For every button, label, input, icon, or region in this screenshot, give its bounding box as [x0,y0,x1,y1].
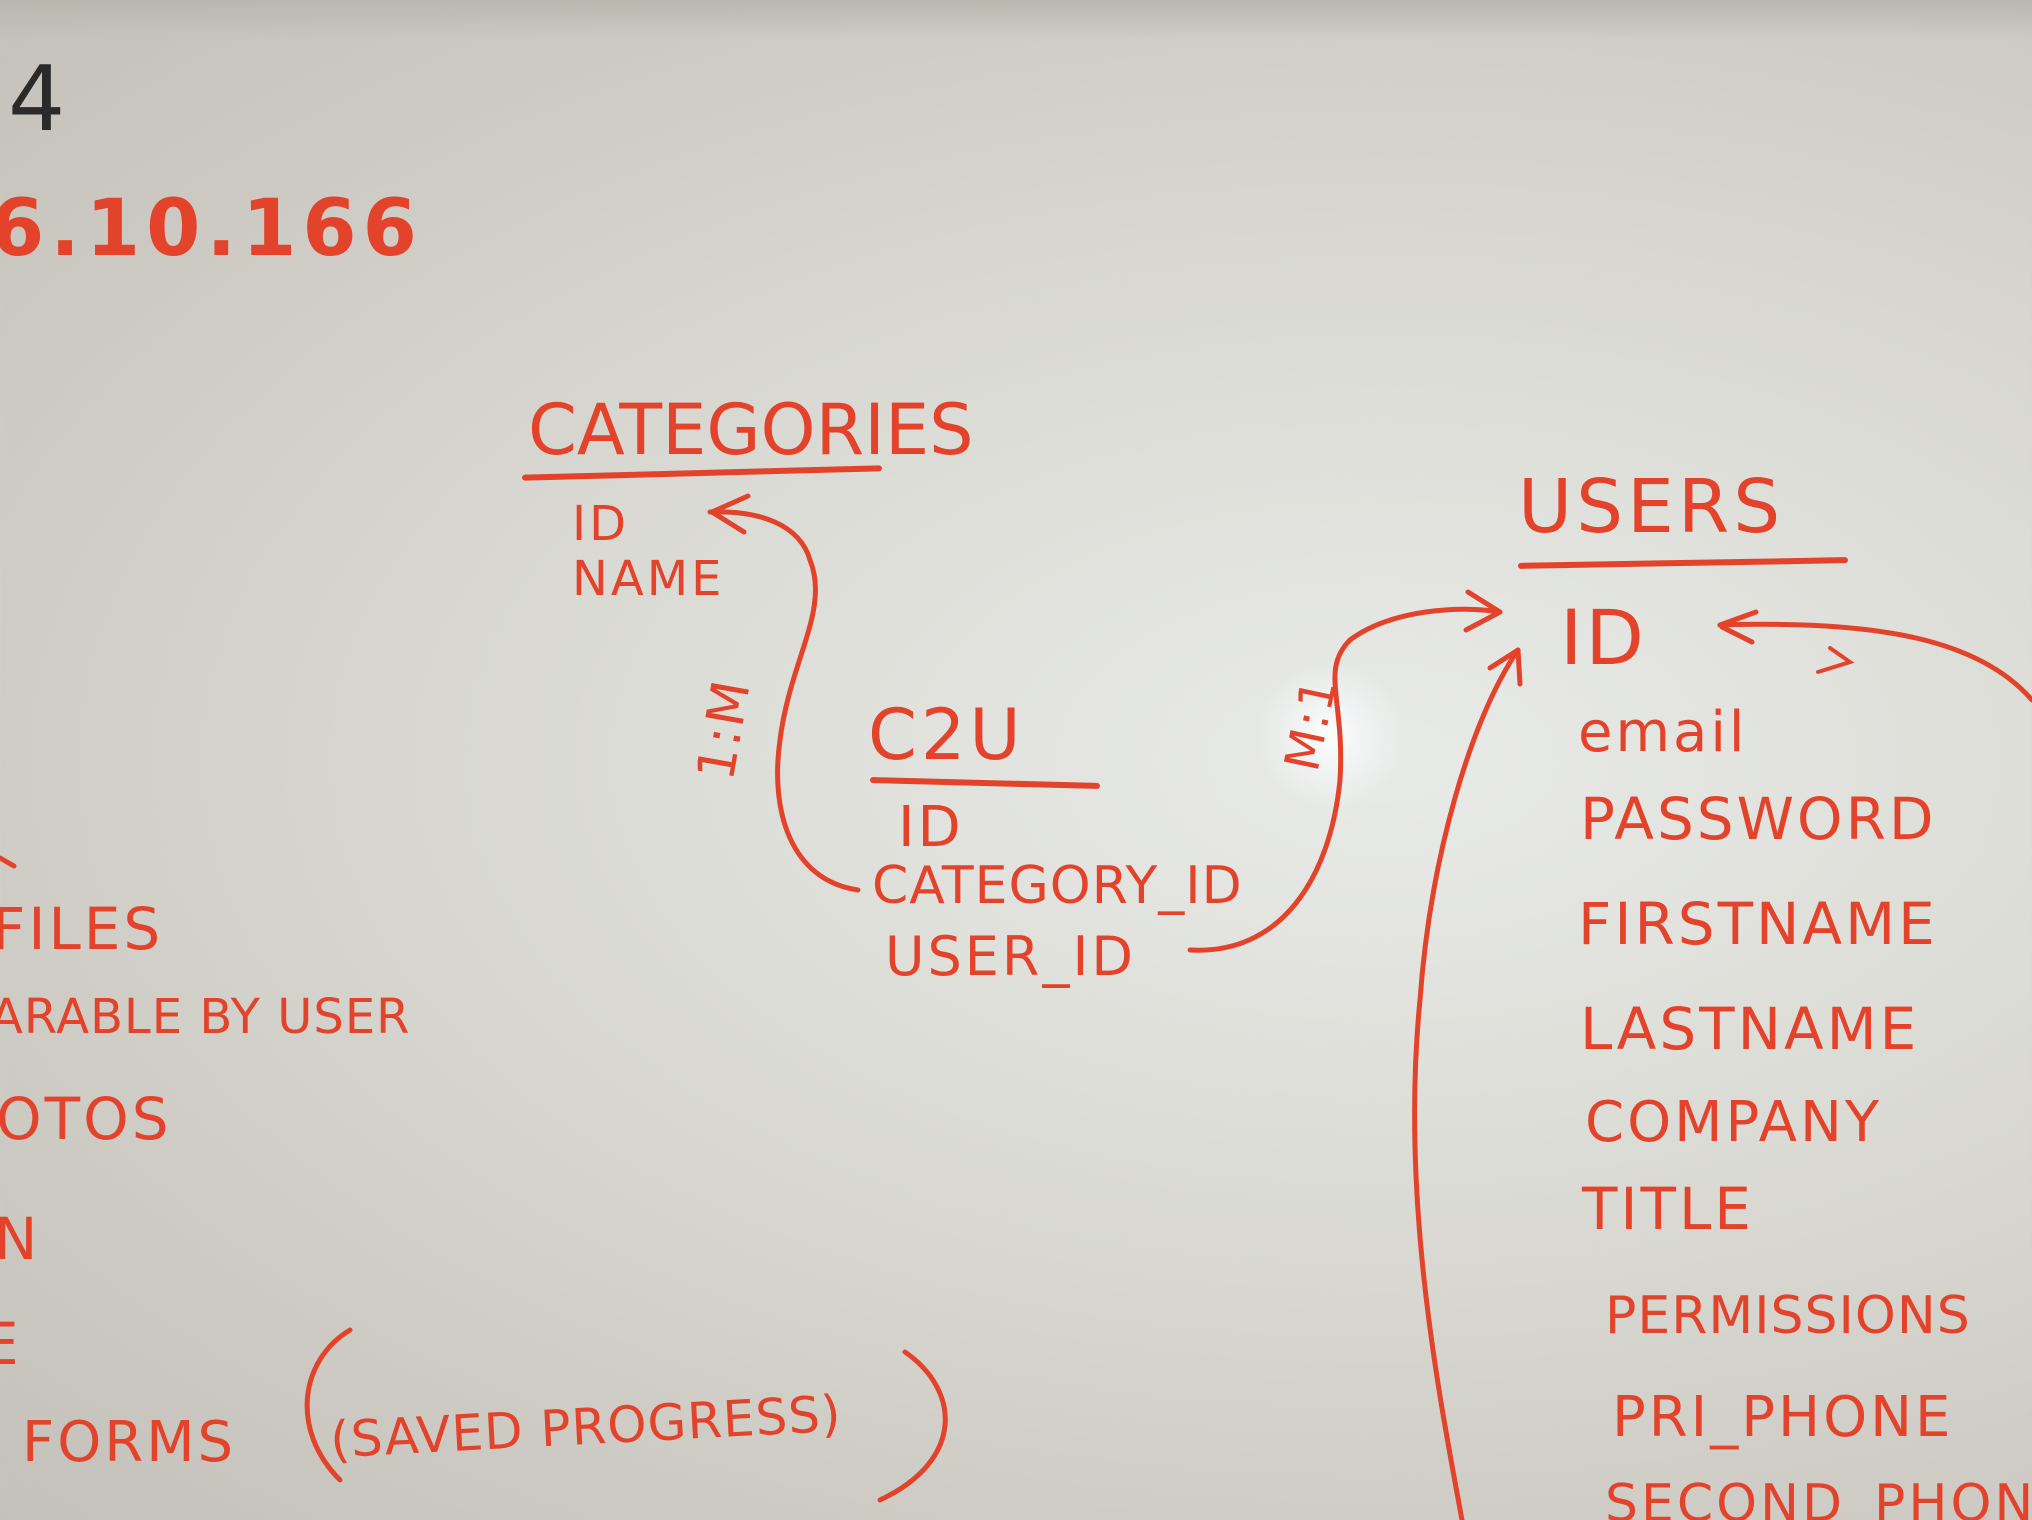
bottom-relation-line [1412,647,1521,1520]
category-relation-line [707,509,861,893]
c2u-title: C2U [868,694,1025,776]
categories-title: CATEGORIES [528,389,974,471]
self-relation-tick [1816,646,1855,674]
left-margin-dash [0,855,17,869]
left-list-item-files: FILES [0,895,164,963]
users-field-lastname: LASTNAME [1580,995,1920,1063]
left-paren-stroke [304,1327,353,1483]
users-field-pri-phone: PRI_PHONE [1612,1385,1954,1450]
user-relation-arrowhead [1463,589,1503,633]
users-field-title: TITLE [1582,1175,1754,1243]
self-relation-arrowhead [1717,609,1759,645]
users-field-second-phone: SECOND_PHONE [1605,1474,2032,1520]
users-field-email: email [1578,700,1748,765]
self-relation-line [1717,621,2032,703]
left-list-item-forms: FORMS [22,1410,237,1475]
categories-field-id: ID [572,496,630,552]
users-field-permissions: PERMISSIONS [1605,1286,1971,1346]
c2u-field-id: ID [898,795,964,860]
users-title: USERS [1518,464,1785,550]
category-relation-arrowhead [709,493,751,535]
left-list-item-arable-by-user: ARABLE BY USER [0,989,411,1045]
c2u-field-user-id: USER_ID [885,925,1136,988]
black-fragment-text: 4 [8,47,68,152]
users-field-company: COMPANY [1585,1090,1883,1155]
bottom-relation-arrowhead [1487,647,1523,687]
left-list-item-e: E [0,1310,22,1378]
left-list-item-n: N [0,1205,41,1273]
users-field-id: ID [1560,593,1647,682]
c2u-field-category-id: CATEGORY_ID [872,856,1243,916]
whiteboard-top-edge [0,0,2032,40]
users-field-firstname: FIRSTNAME [1578,890,1938,958]
flash-glare [1255,660,1405,810]
left-list-item-otos: OTOS [0,1085,172,1153]
categories-field-name: NAME [572,551,725,607]
ip-fragment-text: 6.10.166 [0,184,423,274]
right-paren-stroke [877,1349,948,1503]
users-field-password: PASSWORD [1580,785,1937,853]
user-relation-line [1187,606,1503,953]
